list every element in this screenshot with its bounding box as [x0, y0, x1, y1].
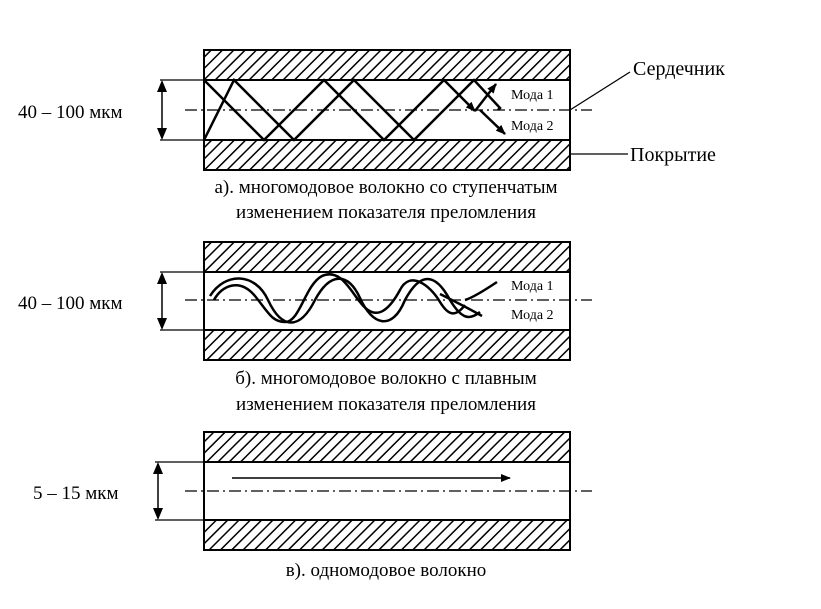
dim-arrow-top-c [153, 462, 163, 474]
mode2-label-b: Мода 2 [511, 308, 554, 323]
cladding-top-a [203, 49, 571, 81]
mode1-ray-a [203, 78, 476, 142]
cladding-top-b [203, 241, 571, 273]
core-label: Сердечник [633, 58, 725, 80]
mode1-ray-a-tail [474, 83, 497, 112]
dim-arrow-bottom-c [153, 508, 163, 520]
mode1-wave-b-end [464, 280, 498, 302]
dim-arrow-top-b [157, 272, 167, 284]
mode1-label-b: Мода 1 [511, 279, 554, 294]
dim-arrow-top-a [157, 80, 167, 92]
caption-a-line1: а). многомодовое волокно со ступенчатым [214, 177, 557, 198]
caption-c-line1: в). одномодовое волокно [286, 560, 487, 581]
caption-a-line2: изменением показателя преломления [236, 202, 536, 223]
mode2-ray-a [202, 77, 502, 142]
core-leader-line [569, 71, 631, 111]
mode2-label-a: Мода 2 [511, 119, 554, 134]
size-label-b: 40 – 100 мкм [18, 293, 123, 314]
caption-b-line1: б). многомодовое волокно с плавным [235, 368, 536, 389]
cladding-bottom-a [203, 139, 571, 171]
size-label-c: 5 – 15 мкм [33, 483, 119, 504]
cladding-bottom-b [203, 329, 571, 361]
mode2-wave-b [212, 273, 466, 324]
mode2-ray-a-tail [479, 109, 506, 135]
size-label-a: 40 – 100 мкм [18, 102, 123, 123]
caption-b-line2: изменением показателя преломления [236, 394, 536, 415]
panel-a: 40 – 100 мкм Мода 1 Мода 2 Сердечник Пок… [18, 49, 725, 223]
dim-arrow-bottom-a [157, 128, 167, 140]
cladding-label: Покрытие [630, 144, 716, 166]
mode1-label-a: Мода 1 [511, 88, 554, 103]
panel-c: 5 – 15 мкм в). одномодовое волокно [33, 431, 592, 581]
cladding-top-c [203, 431, 571, 463]
dim-arrow-bottom-b [157, 318, 167, 330]
mode2-wave-b-end [439, 292, 483, 318]
cladding-bottom-c [203, 519, 571, 551]
panel-b: 40 – 100 мкм Мода 1 Мода 2 б). многомодо… [18, 241, 592, 415]
